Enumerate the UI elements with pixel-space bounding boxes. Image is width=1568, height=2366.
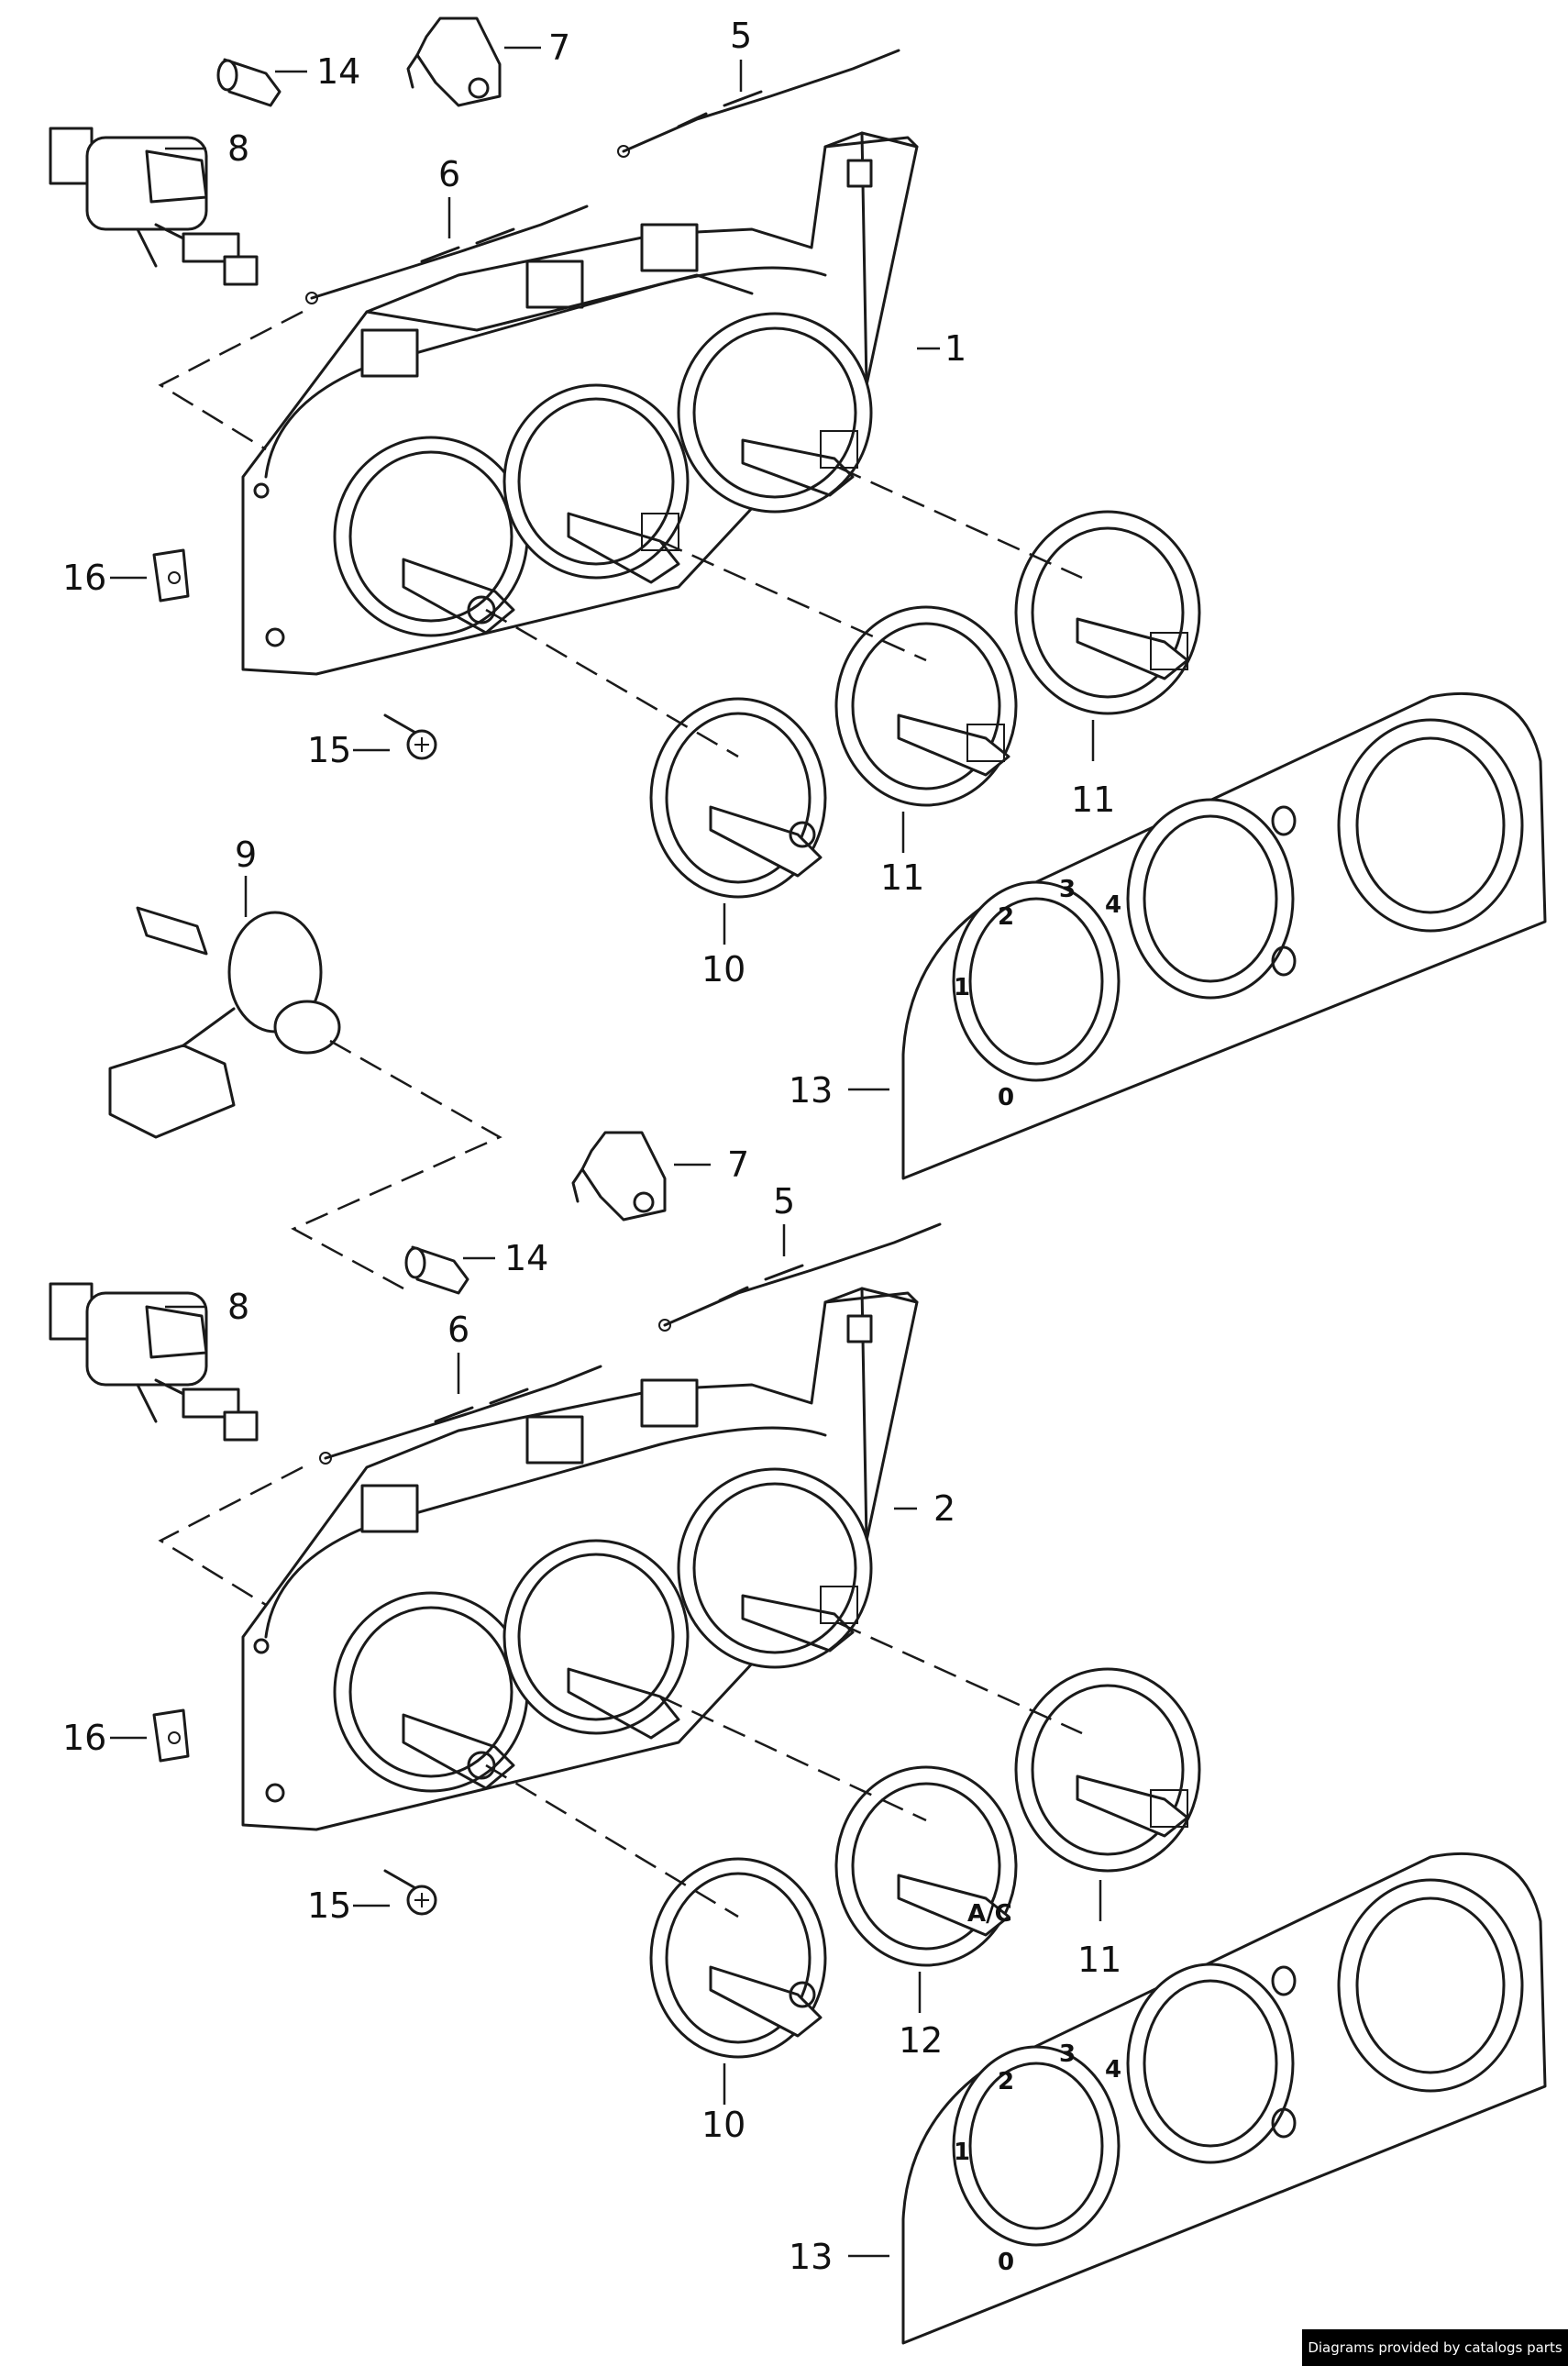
- blower-switch-8-upper: [49, 127, 259, 286]
- callout-8-lower: 8: [227, 1287, 249, 1327]
- callout-2: 2: [933, 1488, 955, 1529]
- lower-assembly: A/C 0 1 2 3 4: [49, 1131, 1547, 2345]
- callout-10-upper: 10: [701, 949, 745, 990]
- knob-10-upper: [649, 697, 827, 899]
- knob-11-upper-a: [834, 605, 1018, 807]
- fan-speed-1-lower: 1: [954, 2139, 970, 2166]
- guide-line-l1: [158, 1465, 304, 1607]
- callout-6-upper: 6: [438, 154, 460, 194]
- callout-13-lower: 13: [789, 2237, 833, 2277]
- fan-speed-0-upper: 0: [998, 1084, 1014, 1111]
- guide-line-u3: [659, 539, 927, 662]
- callout-15-upper: 15: [307, 730, 351, 770]
- callout-11-upper-b: 11: [1071, 779, 1115, 820]
- clip-nut-16-upper: [152, 548, 190, 603]
- guide-line-l2: [485, 1763, 739, 1918]
- control-housing-1: [241, 131, 919, 676]
- callout-12: 12: [899, 2020, 943, 2061]
- clip-7-upper: [406, 17, 502, 107]
- callout-9: 9: [235, 835, 257, 875]
- knob-11-upper-b: [1014, 510, 1201, 715]
- control-housing-2: [241, 1287, 919, 1831]
- callout-11-lower: 11: [1077, 1940, 1121, 1980]
- bulb-14-lower: [404, 1245, 469, 1295]
- callouts: 1 2 5 5 6 6 7 7 8 8 9 10 10 11 11 11 12: [62, 16, 1121, 2277]
- callout-10-lower: 10: [701, 2105, 745, 2145]
- guide-line-l4: [838, 1621, 1083, 1735]
- callout-8-upper: 8: [227, 128, 249, 169]
- callout-5-lower: 5: [773, 1181, 795, 1222]
- screw-15-upper: [383, 713, 437, 760]
- callout-14-upper: 14: [316, 51, 360, 92]
- fan-speed-2-lower: 2: [998, 2068, 1014, 2095]
- fan-speed-0-lower: 0: [998, 2249, 1014, 2276]
- callout-6-lower: 6: [447, 1310, 469, 1350]
- callout-11-upper-a: 11: [880, 857, 924, 898]
- guide-line-u5: [291, 1039, 502, 1290]
- fan-speed-2-upper: 2: [998, 903, 1014, 931]
- callout-1: 1: [944, 328, 966, 369]
- screw-15-lower: [383, 1869, 437, 1916]
- callout-15-lower: 15: [307, 1885, 351, 1926]
- fan-speed-4-lower: 4: [1105, 2056, 1121, 2084]
- credit-banner: Diagrams provided by catalogs parts: [1302, 2329, 1568, 2366]
- callout-16-upper: 16: [62, 558, 106, 598]
- cable-6-upper: [305, 205, 589, 304]
- knob-12-lower: A/C: [834, 1765, 1018, 1967]
- faceplate-13-upper: 0 1 2 3 4: [901, 691, 1547, 1180]
- ac-label: A/C: [967, 1900, 1012, 1928]
- cable-5-lower: [658, 1222, 942, 1332]
- guide-line-u1: [158, 310, 304, 451]
- knob-10-lower: [649, 1857, 827, 2059]
- callout-5-upper: 5: [730, 16, 752, 56]
- callout-7-lower: 7: [727, 1144, 749, 1185]
- rotary-switch-9: [108, 906, 341, 1139]
- callout-13-upper: 13: [789, 1070, 833, 1111]
- callout-7-upper: 7: [548, 28, 570, 68]
- cable-6-lower: [319, 1365, 602, 1465]
- cable-5-upper: [617, 49, 900, 158]
- knob-11-lower: [1014, 1667, 1201, 1873]
- blower-switch-8-lower: [49, 1282, 259, 1442]
- callout-14-lower: 14: [504, 1238, 548, 1278]
- callout-16-lower: 16: [62, 1718, 106, 1758]
- faceplate-13-lower: 0 1 2 3 4: [901, 1852, 1547, 2345]
- fan-speed-3-lower: 3: [1059, 2040, 1076, 2068]
- fan-speed-4-upper: 4: [1105, 891, 1121, 919]
- fan-speed-1-upper: 1: [954, 974, 970, 1001]
- guide-line-u2: [485, 608, 739, 758]
- clip-7-lower: [571, 1131, 667, 1222]
- fan-speed-3-upper: 3: [1059, 876, 1076, 903]
- guide-line-l3: [659, 1695, 927, 1822]
- bulb-14-upper: [216, 58, 282, 107]
- guide-line-u4: [838, 466, 1083, 580]
- clip-nut-16-lower: [152, 1708, 190, 1763]
- upper-assembly: 0 1 2 3 4: [49, 17, 1547, 1290]
